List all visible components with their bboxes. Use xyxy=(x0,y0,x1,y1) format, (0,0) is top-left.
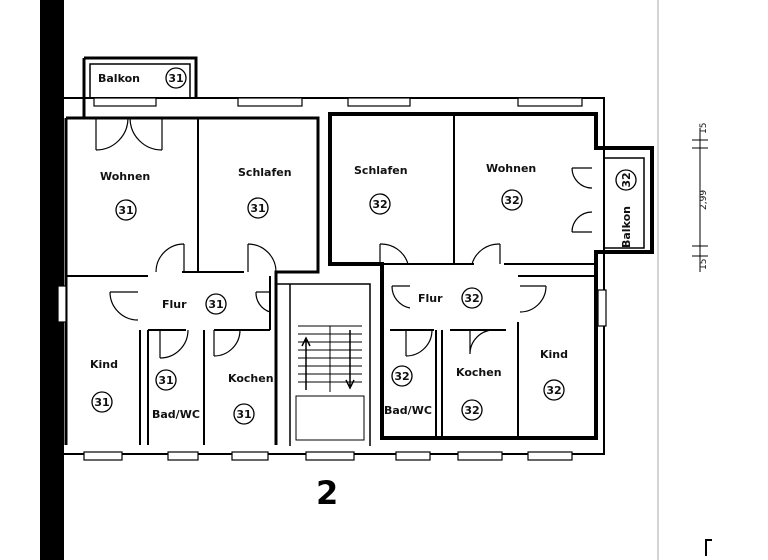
staircase xyxy=(295,325,365,441)
room-label-kind-31: Kind xyxy=(90,358,118,371)
interior-walls-32 xyxy=(382,114,596,438)
dimension-line xyxy=(692,128,708,272)
door-swings xyxy=(95,117,593,359)
room-label-balkon-32: Balkon xyxy=(620,206,633,248)
unit-number-bad-32: 32 xyxy=(394,370,409,383)
room-label-wohnen-32: Wohnen xyxy=(486,162,536,175)
unit-circle-wohnen-32 xyxy=(501,189,523,211)
unit-circle-bad-32 xyxy=(391,365,413,387)
room-label-bad-31: Bad/WC xyxy=(152,408,200,421)
unit-number-flur-31: 31 xyxy=(208,298,223,311)
room-label-flur-31: Flur xyxy=(162,298,187,311)
corner-mark xyxy=(705,539,712,556)
unit-number-kind-32: 32 xyxy=(546,384,561,397)
windows xyxy=(57,97,607,461)
unit-number-wohnen-32: 32 xyxy=(504,194,519,207)
unit-number-wohnen-31: 31 xyxy=(118,204,133,217)
room-label-wohnen-31: Wohnen xyxy=(100,170,150,183)
unit-circle-flur-32 xyxy=(461,287,483,309)
floor-number: 2 xyxy=(316,474,338,512)
room-label-kochen-31: Kochen xyxy=(228,372,274,385)
room-label-schlafen-32: Schlafen xyxy=(354,164,408,177)
room-label-balkon-31: Balkon xyxy=(98,72,140,85)
unit-circle-balkon-31 xyxy=(165,67,187,89)
interior-walls-31 xyxy=(66,118,271,445)
unit-circle-kind-32 xyxy=(543,379,565,401)
unit-number-balkon-31: 31 xyxy=(168,72,183,85)
room-label-kind-32: Kind xyxy=(540,348,568,361)
unit-circle-kochen-32 xyxy=(461,399,483,421)
unit-number-kochen-32: 32 xyxy=(464,404,479,417)
unit-circle-wohnen-31 xyxy=(115,199,137,221)
unit-number-schlafen-31: 31 xyxy=(250,202,265,215)
scan-edge xyxy=(40,0,64,560)
unit-number-schlafen-32: 32 xyxy=(372,198,387,211)
dimension-middle: 2,99 xyxy=(699,190,709,210)
room-label-kochen-32: Kochen xyxy=(456,366,502,379)
unit-circle-schlafen-31 xyxy=(247,197,269,219)
unit-circle-kochen-31 xyxy=(233,403,255,425)
room-label-bad-32: Bad/WC xyxy=(384,404,432,417)
room-label-flur-32: Flur xyxy=(418,292,443,305)
unit-circle-bad-31 xyxy=(155,369,177,391)
unit-circle-flur-31 xyxy=(205,293,227,315)
dimension-top: 15 xyxy=(699,123,709,134)
unit-number-kind-31: 31 xyxy=(94,396,109,409)
unit-circle-schlafen-32 xyxy=(369,193,391,215)
room-label-schlafen-31: Schlafen xyxy=(238,166,292,179)
unit-number-flur-32: 32 xyxy=(464,292,479,305)
unit-circle-kind-31 xyxy=(91,391,113,413)
unit-number-bad-31: 31 xyxy=(158,374,173,387)
dimension-bottom: 15 xyxy=(699,259,709,270)
scan-edge-detail xyxy=(54,0,64,560)
unit-circle-balkon-32 xyxy=(615,169,637,191)
unit-number-kochen-31: 31 xyxy=(236,408,251,421)
unit-number-balkon-32: 32 xyxy=(620,172,633,187)
